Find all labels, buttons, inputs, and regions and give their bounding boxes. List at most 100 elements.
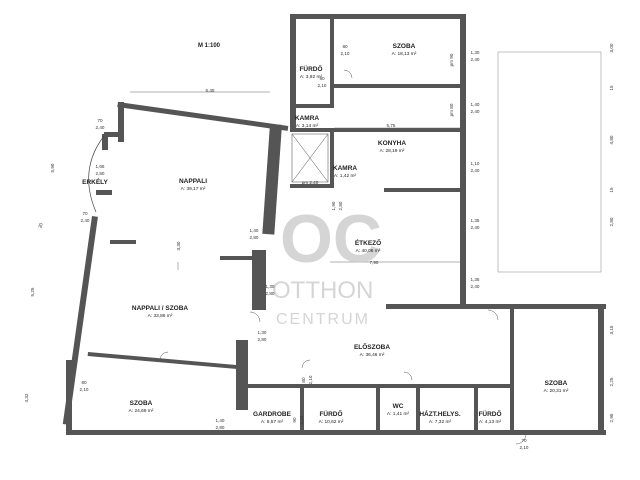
dimension-label: 2,10 — [520, 445, 529, 450]
dimension-label: 2,10 — [299, 415, 304, 424]
dimension-label: 80 — [301, 377, 306, 383]
dimension-label: 1,90 — [331, 201, 336, 210]
outline-box — [497, 51, 602, 273]
dimension-label: 70 — [97, 118, 103, 123]
dimension-label: 80 — [81, 380, 87, 385]
room-area: A: 33,86 m² — [148, 313, 173, 319]
dimension-label: 1,40 — [471, 102, 480, 107]
dimension-label: 80 — [342, 44, 348, 49]
dimension-label: 3,15 — [609, 325, 614, 334]
dimension-label: 90 — [319, 76, 325, 81]
dimension-label: 2,80 — [250, 235, 259, 240]
room-name: ELŐSZOBA — [354, 342, 390, 351]
dimension-label: 1,30 — [266, 284, 275, 289]
room-area: A: 1,41 m² — [387, 411, 410, 417]
room-name: FÜRDŐ — [319, 409, 342, 418]
room-area: A: 3,92 m² — [300, 74, 323, 80]
guide-lines — [130, 91, 460, 270]
dimension-label: 1,30 — [258, 330, 267, 335]
dimension-label: 5,90 — [50, 163, 55, 172]
room-name: WC — [393, 403, 404, 410]
room-name: KONYHA — [378, 140, 406, 147]
walls — [62, 14, 606, 435]
dimension-label: 1,66 — [96, 164, 105, 169]
dimension-label: 1,10 — [471, 161, 480, 166]
dimension-label: 70 — [82, 211, 88, 216]
room-name: SZOBA — [545, 380, 568, 387]
room-area: A: 3,14 m² — [296, 123, 319, 129]
dimension-label: 2,80 — [96, 171, 105, 176]
dimension-label: pm 90 — [449, 53, 454, 66]
dimension-label: 2,40 — [471, 168, 480, 173]
room-wc: WCA: 1,41 m² — [387, 403, 410, 417]
scale-label: M 1:100 — [198, 43, 221, 49]
dimension-label: 2,40 — [471, 284, 480, 289]
room-name: ERKÉLY — [82, 177, 108, 186]
dimension-label: 2,10 — [341, 51, 350, 56]
dimension-label: 6,45 — [206, 88, 215, 93]
dimension-label: 3,00 — [609, 43, 614, 52]
room-area: A: 8,57 m² — [261, 419, 284, 425]
room-name: HÁZT.HELYS. — [419, 409, 460, 418]
room-area: A: 4,13 m² — [479, 419, 502, 425]
dimension-label: pm 2,40 — [302, 180, 319, 185]
room-name: NAPPALI / SZOBA — [132, 305, 189, 312]
watermark: OC OTTHON CENTRUM — [272, 201, 382, 328]
dimension-label: 2,80 — [338, 201, 343, 210]
room-area: A: 10,62 m² — [319, 419, 344, 425]
dimension-label: 1,40 — [250, 228, 259, 233]
room-name: SZOBA — [130, 400, 153, 407]
dimension-label: 1,35 — [471, 277, 480, 282]
door-swings — [159, 69, 527, 445]
dimension-label: 7,90 — [370, 260, 379, 265]
dimension-label: 1,40 — [216, 418, 225, 423]
dimension-label: 3,30 — [176, 241, 181, 250]
dimension-label: 4,80 — [609, 135, 614, 144]
dimension-label: 2,10 — [308, 375, 313, 384]
watermark-line1: OTTHON — [272, 277, 373, 304]
room-area: A: 36,46 m² — [360, 352, 385, 358]
room-area: A: 28,19 m² — [380, 148, 405, 154]
room-area: A: 40,06 m² — [356, 248, 381, 254]
dimension-label: 1,35 — [471, 218, 480, 223]
room-area: A: 7,32 m² — [429, 419, 452, 425]
room-name: FÜRDŐ — [299, 64, 322, 73]
room-name: KAMRA — [295, 115, 319, 122]
room-name: FÜRDŐ — [478, 409, 501, 418]
room-name: SZOBA — [393, 43, 416, 50]
room-area: A: 39,17 m² — [181, 186, 206, 192]
shaft — [291, 133, 329, 183]
dimension-label: 2,25 — [609, 377, 614, 386]
room-area: A: 18,13 m² — [392, 51, 417, 57]
room-area: A: 1,42 m² — [334, 173, 357, 179]
dimension-label: 2,10 — [318, 83, 327, 88]
watermark-logo: OC — [280, 201, 382, 277]
dimension-label: 15 — [609, 187, 614, 193]
room-area: A: 20,31 m² — [544, 388, 569, 394]
balcony-arc — [88, 135, 105, 213]
dimension-label: 2,40 — [471, 57, 480, 62]
dimension-label: 2,40 — [81, 218, 90, 223]
dimension-label: 2,80 — [258, 337, 267, 342]
dimension-label: 4,32 — [24, 393, 29, 402]
dimension-label: 5,25 — [30, 287, 35, 296]
room-name: NAPPALI — [179, 178, 207, 185]
dimension-label: 2,10 — [80, 387, 89, 392]
